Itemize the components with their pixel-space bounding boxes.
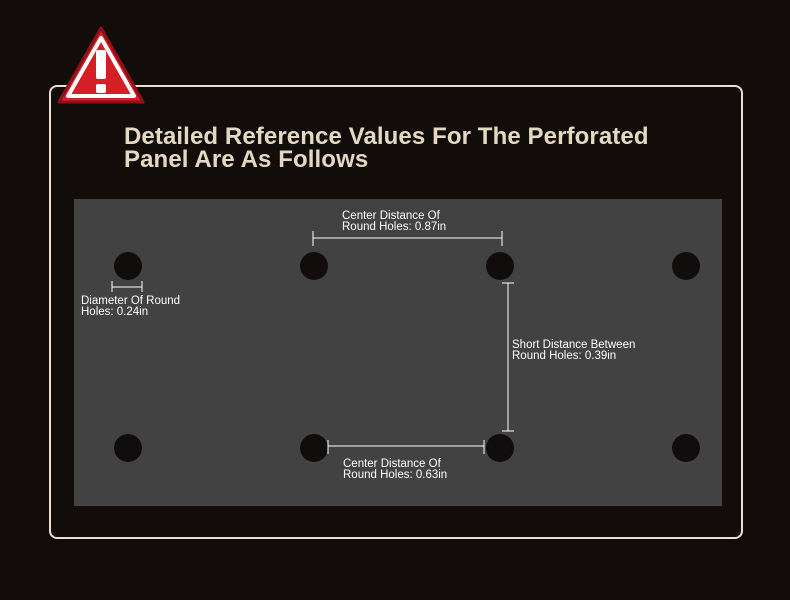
page-title: Detailed Reference Values For The Perfor… [124, 123, 724, 173]
center-distance-top-dimension [312, 231, 503, 246]
hole-r1-c4 [672, 252, 700, 280]
center-distance-bottom-dimension [327, 440, 485, 454]
hole-r2-c2 [300, 434, 328, 462]
center-distance-bottom-label: Center Distance Of Round Holes: 0.63in [343, 458, 448, 481]
short-distance-label: Short Distance Between Round Holes: 0.39… [512, 339, 636, 362]
hole-r1-c3 [486, 252, 514, 280]
title-line-1: Detailed Reference Values For The Perfor… [124, 123, 649, 150]
hole-r1-c2 [300, 252, 328, 280]
short-distance-dimension [502, 282, 514, 432]
perforated-panel [74, 199, 722, 506]
diameter-label: Diameter Of Round Holes: 0.24in [81, 295, 181, 318]
title-line-2: Panel Are As Follows [124, 146, 369, 173]
hole-r2-c1 [114, 434, 142, 462]
hole-r1-c1 [114, 252, 142, 280]
hole-r2-c3 [486, 434, 514, 462]
diameter-dimension [111, 281, 143, 292]
center-distance-top-label: Center Distance Of Round Holes: 0.87in [342, 210, 447, 233]
warning-icon [57, 26, 145, 104]
hole-r2-c4 [672, 434, 700, 462]
